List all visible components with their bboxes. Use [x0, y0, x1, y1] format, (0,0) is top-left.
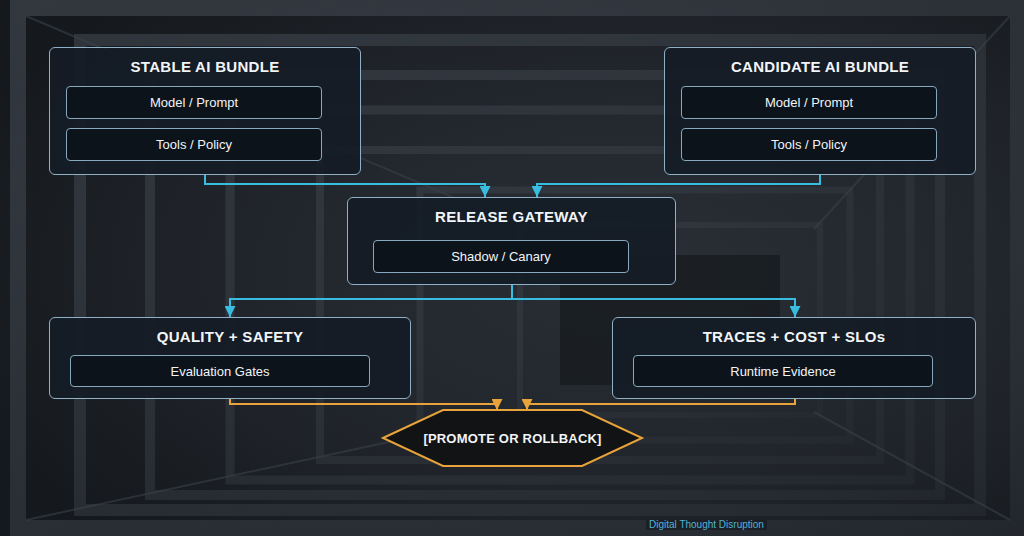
flow-connector: [527, 399, 795, 410]
decision-diamond: [PROMOTE OR ROLLBACK]: [383, 410, 642, 466]
box-label: Runtime Evidence: [730, 364, 836, 379]
box-label: [PROMOTE OR ROLLBACK]: [423, 431, 601, 446]
panel-title: STABLE AI BUNDLE: [50, 58, 360, 75]
component-box: Model / Prompt: [66, 86, 322, 119]
panel-title: QUALITY + SAFETY: [50, 328, 410, 345]
gate-panel: TRACES + COST + SLOsRuntime Evidence: [612, 317, 976, 399]
box-label: Evaluation Gates: [170, 364, 269, 379]
nested-frames: [18, 8, 1018, 528]
box-label: Model / Prompt: [765, 95, 853, 110]
mode-box: Shadow / Canary: [373, 240, 629, 273]
flow-connector: [537, 175, 820, 197]
component-box: Model / Prompt: [681, 86, 937, 119]
watermark: Digital Thought Disruption: [646, 519, 767, 530]
box-label: Model / Prompt: [150, 95, 238, 110]
diamond-shape: [383, 410, 642, 466]
bundle-panel: CANDIDATE AI BUNDLE Model / PromptTools /…: [664, 47, 976, 175]
flow-connector: [230, 285, 512, 317]
gate-panel: QUALITY + SAFETY Evaluation Gates: [49, 317, 411, 399]
bundle-panel: STABLE AI BUNDLE Model / PromptTools / Po…: [49, 47, 361, 175]
evidence-box: Evaluation Gates: [70, 355, 370, 387]
component-box: Tools / Policy: [66, 128, 322, 161]
frame-perspective-lines: [26, 16, 1010, 520]
flow-connector: [230, 399, 497, 410]
flow-connector: [512, 285, 795, 317]
flow-connector: [205, 175, 485, 197]
panel-title: TRACES + COST + SLOs: [613, 328, 975, 345]
component-box: Tools / Policy: [681, 128, 937, 161]
gateway-panel: RELEASE GATEWAY Shadow / Canary: [347, 197, 676, 285]
evidence-box: Runtime Evidence: [633, 355, 933, 387]
box-label: Shadow / Canary: [451, 249, 551, 264]
panel-title: RELEASE GATEWAY: [348, 208, 675, 225]
box-label: Tools / Policy: [771, 137, 847, 152]
box-label: Tools / Policy: [156, 137, 232, 152]
panel-title: CANDIDATE AI BUNDLE: [665, 58, 975, 75]
